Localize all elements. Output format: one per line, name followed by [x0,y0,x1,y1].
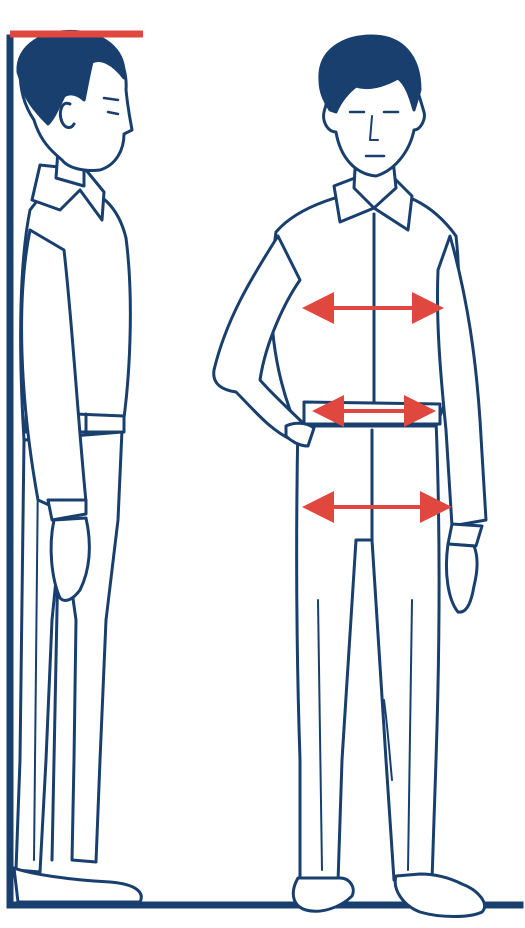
side-profile-figure [14,31,141,902]
front-figure [214,36,486,917]
